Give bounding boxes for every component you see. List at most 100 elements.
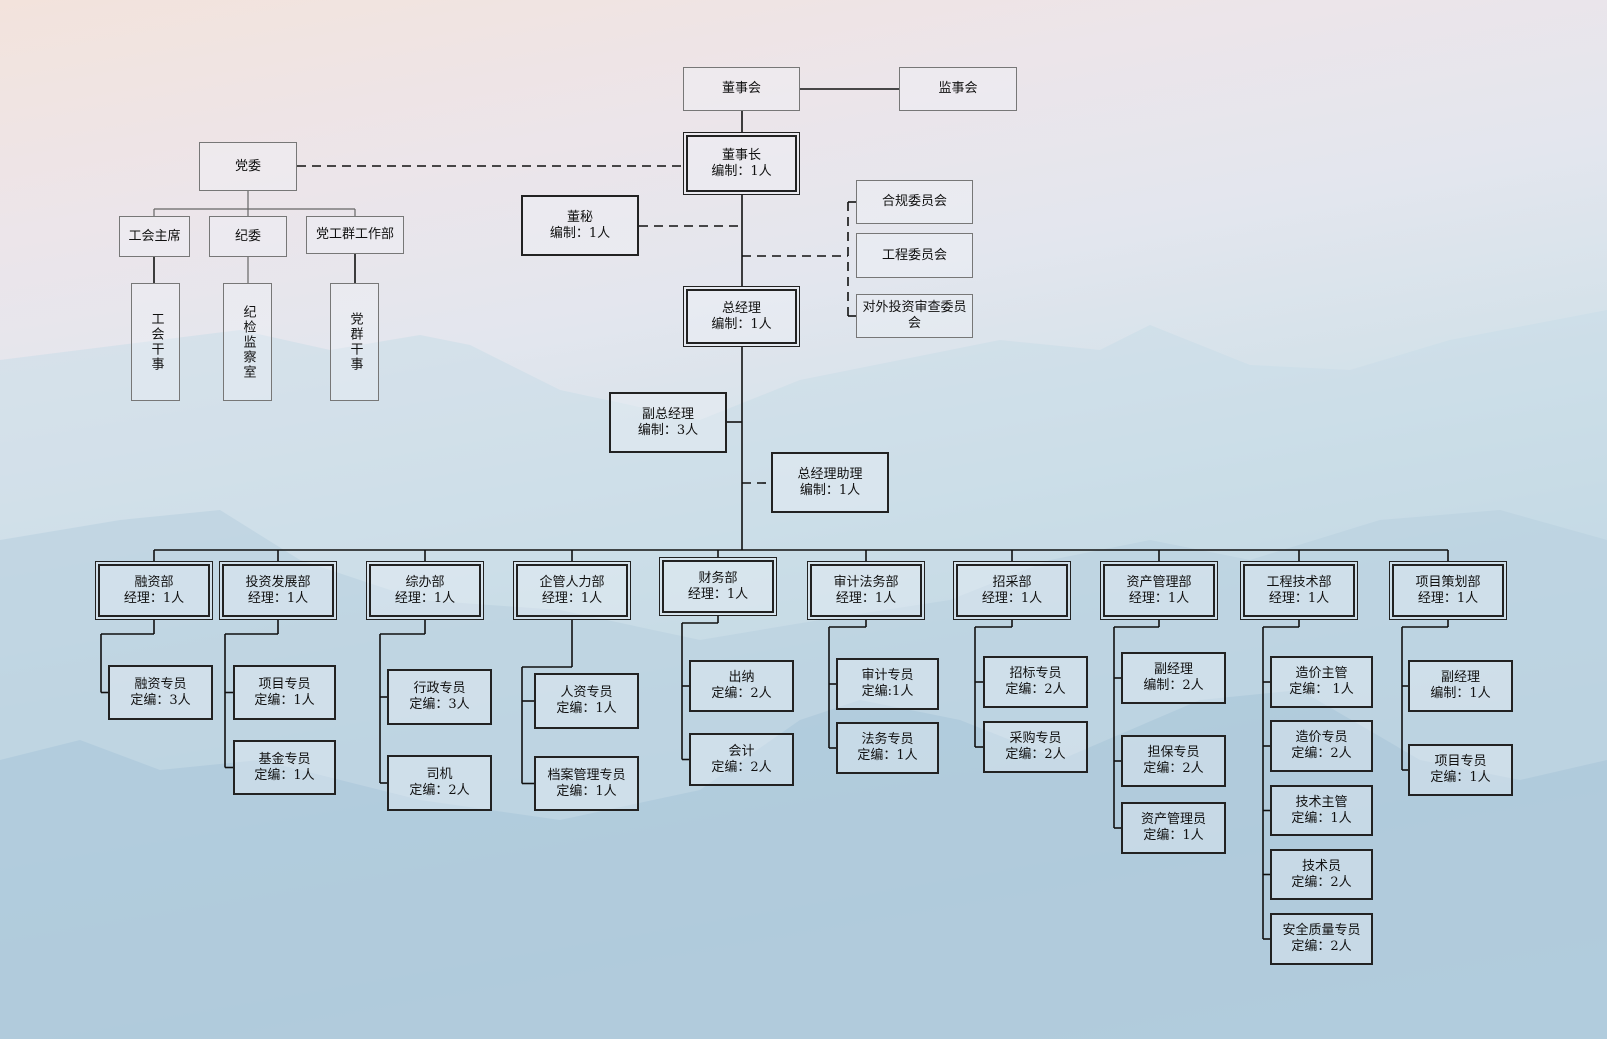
node-headcount: 定编：3人 bbox=[130, 692, 191, 708]
node-title: 人资专员 bbox=[560, 685, 613, 700]
org-node-d-audit[interactable]: 审计法务部经理：1人 bbox=[807, 561, 925, 620]
org-node-party-officer[interactable]: 党群干事 bbox=[330, 283, 379, 401]
node-headcount: 定编：1人 bbox=[556, 783, 617, 799]
node-title: 工会干事 bbox=[148, 312, 164, 372]
org-node-deputy-gm[interactable]: 副总经理编制：3人 bbox=[609, 392, 727, 453]
node-title: 融资专员 bbox=[134, 676, 187, 692]
node-title: 招标专员 bbox=[1009, 666, 1062, 681]
org-node-c2[interactable]: 项目专员定编：1人 bbox=[233, 665, 336, 720]
org-node-c19[interactable]: 技术主管定编：1人 bbox=[1270, 785, 1373, 836]
org-node-c14[interactable]: 副经理编制：2人 bbox=[1121, 652, 1226, 704]
org-node-c4[interactable]: 行政专员定编：3人 bbox=[387, 669, 492, 725]
node-headcount: 定编：1人 bbox=[1430, 770, 1491, 785]
node-headcount: 编制：1人 bbox=[1430, 686, 1491, 701]
node-title: 造价主管 bbox=[1295, 666, 1348, 681]
node-title: 董事长 bbox=[721, 147, 761, 163]
node-headcount: 定编：1人 bbox=[1143, 828, 1204, 843]
org-node-board[interactable]: 董事会 bbox=[683, 67, 800, 111]
node-title: 项目专员 bbox=[258, 676, 311, 692]
org-node-engineering-committee[interactable]: 工程委员会 bbox=[856, 233, 973, 278]
org-node-inspection[interactable]: 纪检监察室 bbox=[223, 283, 272, 401]
org-node-gm-assistant[interactable]: 总经理助理编制：1人 bbox=[771, 452, 889, 513]
org-node-supervisors[interactable]: 监事会 bbox=[899, 67, 1017, 111]
org-node-c15[interactable]: 担保专员定编：2人 bbox=[1121, 735, 1226, 787]
org-node-d-admin[interactable]: 综办部经理：1人 bbox=[366, 561, 484, 620]
org-node-c7[interactable]: 档案管理专员定编：1人 bbox=[534, 756, 639, 811]
node-headcount: 定编：1人 bbox=[1291, 810, 1352, 826]
node-title: 监事会 bbox=[938, 81, 978, 96]
node-title: 招采部 bbox=[992, 574, 1032, 590]
node-title: 合规委员会 bbox=[881, 194, 947, 209]
node-headcount: 定编：2人 bbox=[1005, 747, 1066, 762]
node-headcount: 经理：1人 bbox=[835, 590, 897, 606]
node-title: 法务专员 bbox=[861, 732, 914, 747]
org-node-d-plan[interactable]: 项目策划部经理：1人 bbox=[1389, 561, 1507, 620]
org-node-d-invest[interactable]: 投资发展部经理：1人 bbox=[219, 561, 337, 620]
org-node-c3[interactable]: 基金专员定编：1人 bbox=[233, 740, 336, 795]
node-title: 纪检监察室 bbox=[240, 304, 256, 380]
node-title: 对外投资审查委员会 bbox=[862, 300, 967, 331]
node-headcount: 经理：1人 bbox=[541, 590, 603, 606]
node-headcount: 定编：3人 bbox=[409, 697, 470, 712]
org-node-d-asset[interactable]: 资产管理部经理：1人 bbox=[1100, 561, 1218, 620]
node-headcount: 经理：1人 bbox=[123, 590, 185, 606]
node-title: 审计专员 bbox=[861, 668, 914, 683]
org-node-c12[interactable]: 招标专员定编：2人 bbox=[983, 656, 1088, 708]
node-headcount: 编制：1人 bbox=[711, 163, 772, 179]
node-headcount: 定编：2人 bbox=[1291, 939, 1352, 954]
org-node-d-finance-raise[interactable]: 融资部经理：1人 bbox=[95, 561, 213, 620]
node-headcount: 定编：2人 bbox=[1291, 874, 1352, 890]
node-headcount: 定编：2人 bbox=[409, 783, 470, 798]
org-node-chairman[interactable]: 董事长编制：1人 bbox=[683, 132, 800, 195]
node-headcount: 定编：2人 bbox=[711, 686, 772, 701]
org-node-d-tech[interactable]: 工程技术部经理：1人 bbox=[1240, 561, 1358, 620]
org-node-party-work[interactable]: 党工群工作部 bbox=[306, 216, 404, 254]
org-node-c17[interactable]: 造价主管定编： 1人 bbox=[1270, 656, 1373, 708]
org-node-general-manager[interactable]: 总经理编制：1人 bbox=[683, 286, 800, 347]
node-headcount: 定编：2人 bbox=[1291, 746, 1352, 761]
node-headcount: 定编:1人 bbox=[861, 684, 914, 699]
node-title: 安全质量专员 bbox=[1282, 923, 1361, 938]
org-node-c22[interactable]: 副经理编制：1人 bbox=[1408, 660, 1513, 712]
org-node-c5[interactable]: 司机定编：2人 bbox=[387, 755, 492, 811]
org-node-union-chair[interactable]: 工会主席 bbox=[119, 216, 190, 257]
node-title: 工会主席 bbox=[128, 228, 181, 244]
org-node-secretary[interactable]: 董秘编制：1人 bbox=[521, 195, 639, 256]
node-headcount: 定编：1人 bbox=[556, 701, 617, 716]
org-node-c18[interactable]: 造价专员定编：2人 bbox=[1270, 720, 1373, 772]
node-headcount: 编制：1人 bbox=[799, 482, 861, 498]
org-node-c16[interactable]: 资产管理员定编：1人 bbox=[1121, 802, 1226, 854]
org-node-c10[interactable]: 审计专员定编:1人 bbox=[836, 658, 939, 710]
org-node-d-hr[interactable]: 企管人力部经理：1人 bbox=[513, 561, 631, 620]
org-node-c23[interactable]: 项目专员定编：1人 bbox=[1408, 744, 1513, 796]
org-node-d-fin[interactable]: 财务部经理：1人 bbox=[659, 557, 777, 616]
org-node-discipline[interactable]: 纪委 bbox=[209, 216, 287, 257]
node-title: 项目策划部 bbox=[1415, 574, 1481, 590]
node-headcount: 定编：2人 bbox=[711, 759, 772, 775]
org-node-d-purchase[interactable]: 招采部经理：1人 bbox=[953, 561, 1071, 620]
node-headcount: 经理：1人 bbox=[247, 590, 309, 606]
org-node-c21[interactable]: 安全质量专员定编：2人 bbox=[1270, 913, 1373, 965]
org-node-c8[interactable]: 出纳定编：2人 bbox=[689, 660, 794, 712]
node-title: 投资发展部 bbox=[245, 574, 311, 590]
node-title: 档案管理专员 bbox=[547, 767, 626, 783]
org-node-c20[interactable]: 技术员定编：2人 bbox=[1270, 849, 1373, 900]
org-node-c11[interactable]: 法务专员定编：1人 bbox=[836, 722, 939, 774]
org-node-party[interactable]: 党委 bbox=[199, 142, 297, 191]
org-node-c13[interactable]: 采购专员定编：2人 bbox=[983, 721, 1088, 773]
org-node-union-officer[interactable]: 工会干事 bbox=[131, 283, 180, 401]
node-headcount: 经理：1人 bbox=[1268, 590, 1330, 606]
node-headcount: 编制：1人 bbox=[549, 225, 611, 241]
node-headcount: 编制：1人 bbox=[711, 316, 772, 332]
org-node-investment-committee[interactable]: 对外投资审查委员会 bbox=[856, 294, 973, 338]
org-node-c1[interactable]: 融资专员定编：3人 bbox=[108, 665, 213, 720]
node-headcount: 定编：1人 bbox=[254, 692, 315, 708]
org-node-compliance[interactable]: 合规委员会 bbox=[856, 180, 973, 224]
node-title: 技术主管 bbox=[1295, 794, 1348, 810]
org-node-c6[interactable]: 人资专员定编：1人 bbox=[534, 673, 639, 729]
node-title: 项目专员 bbox=[1434, 754, 1487, 769]
org-node-c9[interactable]: 会计定编：2人 bbox=[689, 733, 794, 786]
node-headcount: 经理：1人 bbox=[1417, 590, 1479, 606]
node-title: 党工群工作部 bbox=[315, 227, 394, 242]
